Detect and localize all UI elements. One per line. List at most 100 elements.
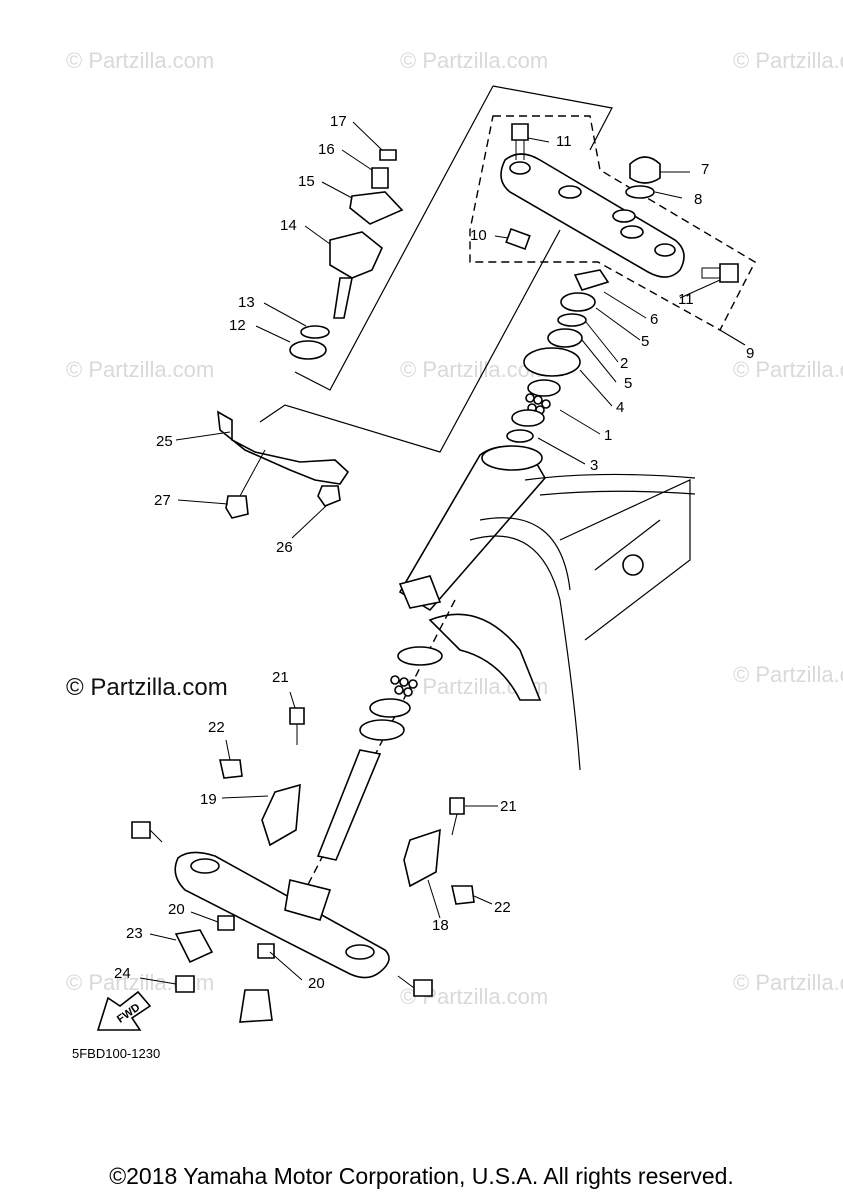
callout-20b: 20 [308,975,325,992]
callout-26: 26 [276,539,293,556]
copyright-notice: ©2018 Yamaha Motor Corporation, U.S.A. A… [109,1163,734,1189]
bolt [289,707,305,725]
callout-11b: 11 [678,291,694,308]
handlebar-holder [329,231,383,279]
callout-20a: 20 [168,901,185,918]
guide-line [719,329,746,346]
guide-line [492,85,613,151]
callout-10: 10 [470,227,487,244]
leader-lines [139,121,721,985]
clamp [174,929,214,964]
frame-lug [398,575,442,609]
frame-tube [469,535,581,771]
callout-15: 15 [298,173,315,190]
nut [257,943,275,959]
bolt [449,797,465,815]
bolt [371,167,389,189]
clip [317,485,341,507]
stem-base [284,879,332,921]
watermark: © Partzilla.com [733,48,843,73]
callout-7: 7 [701,161,710,178]
bolt [413,979,433,997]
callout-17: 17 [330,113,347,130]
screw [379,149,397,161]
watermark: © Partzilla.com [66,357,215,382]
spline-end [239,989,273,1023]
callout-11a: 11 [556,133,572,150]
bearing-cover [523,347,581,377]
under-bracket [174,851,390,979]
damper [289,340,327,360]
upper-bracket-hole [558,185,582,199]
holder-stud [333,277,353,319]
frame-tube [559,479,691,641]
ball [390,675,400,685]
nut [217,915,235,931]
callout-1: 1 [604,427,613,444]
ring-nut [560,292,596,312]
guide-line [259,229,561,453]
callout-9: 9 [746,345,755,362]
callout-5a: 5 [641,333,650,350]
nut [225,495,249,519]
callout-4: 4 [616,399,625,416]
callout-22b: 22 [494,899,511,916]
head-pipe-top [481,445,543,471]
upper-bracket-hole [509,161,531,175]
washer [625,185,655,199]
mount-bracket [261,783,301,847]
callout-14: 14 [280,217,297,234]
bolt [511,123,529,141]
bolt-shaft [149,829,163,843]
washer [557,313,587,327]
ball [408,679,418,689]
ball [399,677,409,687]
bolt [131,821,151,839]
emblem-block [505,227,531,251]
bearing-race [527,379,561,397]
upper-bracket-hole [654,243,676,257]
callout-13: 13 [238,294,255,311]
ball [541,399,551,409]
upper-bracket-hole [620,225,644,239]
clip [219,759,243,779]
callout-25: 25 [156,433,173,450]
bolt-shaft [451,813,458,836]
watermark: © Partzilla.com [66,48,215,73]
callout-16: 16 [318,141,335,158]
bearing-race [369,698,411,718]
bearing-race [397,646,443,666]
callout-21b: 21 [500,798,517,815]
callout-19: 19 [200,791,217,808]
under-bracket-hole [345,944,375,960]
bolt [719,263,739,283]
bolt-shaft [701,267,720,279]
callout-22a: 22 [208,719,225,736]
callout-5b: 5 [624,375,633,392]
callout-8: 8 [694,191,703,208]
callout-23: 23 [126,925,143,942]
callout-27: 27 [154,492,171,509]
watermark: © Partzilla.com [733,970,843,995]
screw [175,975,195,993]
steering-stem [316,749,382,861]
bearing-race [506,429,534,443]
washer [300,325,330,339]
callout-12: 12 [229,317,246,334]
ball [403,687,413,697]
ball [394,685,404,695]
frame-gusset [428,613,542,701]
bearing-race [511,409,545,427]
holder-cap [349,191,404,225]
frame-tube [594,519,661,571]
mount-bracket [403,828,441,888]
diagram-code: 5FBD100-1230 [72,1046,161,1061]
ball [533,395,543,405]
callout-3: 3 [590,457,599,474]
bolt-shaft [515,140,525,160]
upper-bracket-hole [612,209,636,223]
seal [359,719,405,741]
main-watermark: © Partzilla.com [66,674,228,701]
ball [525,393,535,403]
